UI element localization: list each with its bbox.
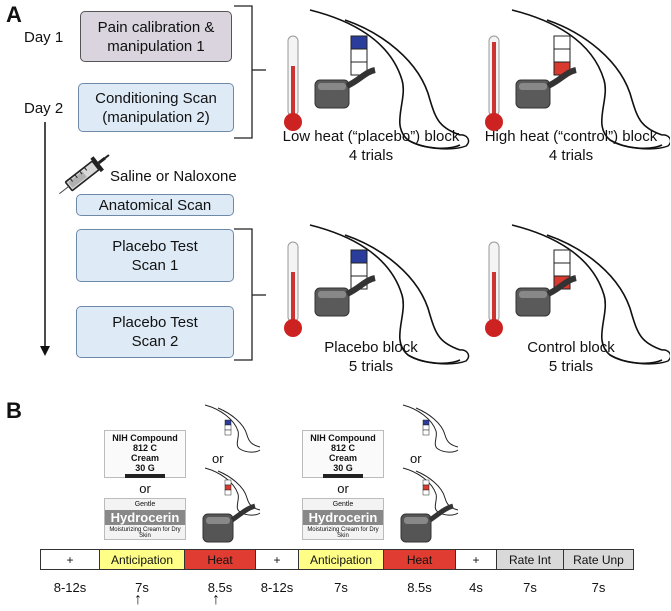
caption-low-title: Low heat (“placebo”) block — [282, 128, 460, 145]
arrow-up-icon: ↑ — [134, 591, 142, 608]
hydrocerin-sub: Moisturizing Cream for Dry Skin — [109, 527, 181, 539]
tl-fixation-1: + — [40, 549, 100, 570]
tl-rate-int: Rate Int — [496, 549, 564, 570]
tl-anticipation-1: Anticipation — [99, 549, 185, 570]
hydrocerin-brand: Gentle — [134, 501, 156, 508]
tl-fixation-2: + — [255, 549, 299, 570]
caption-placebo-title: Placebo block — [324, 339, 418, 356]
dur-heat-1: 8.5s — [207, 580, 233, 595]
leg-illustrations — [284, 9, 670, 365]
session-arrow — [40, 122, 50, 356]
calibration-box: Pain calibration & manipulation 1 — [80, 11, 232, 62]
nih-cream-label-2: NIH Compound 812 C Cream 30 G — [302, 430, 384, 478]
caption-high-title: High heat (“control”) block — [484, 128, 658, 145]
day-brackets — [234, 5, 266, 361]
caption-low-heat: Low heat (“placebo”) block 4 trials — [266, 127, 476, 165]
caption-high-heat: High heat (“control”) block 4 trials — [466, 127, 671, 165]
panel-b-letter: B — [6, 398, 22, 423]
calibration-line1: Pain calibration & — [97, 18, 215, 36]
hydrocerin-brand: Gentle — [332, 501, 354, 508]
cream-line1: NIH Compound 812 C — [112, 433, 178, 453]
anatomical-box: Anatomical Scan — [76, 194, 234, 216]
or-legs-1: or — [212, 451, 224, 466]
tl-rate-unp: Rate Unp — [563, 549, 634, 570]
hydrocerin-name: Hydrocerin — [105, 510, 185, 525]
cream-group-1: NIH Compound 812 C Cream 30 G or Gentle … — [104, 430, 186, 540]
test1-line1: Placebo Test — [112, 237, 198, 255]
dur-fixation-2: 8-12s — [260, 580, 294, 595]
dur-heat-2: 8.5s — [407, 580, 432, 595]
day1-label: Day 1 — [24, 29, 64, 46]
nih-cream-label-1: NIH Compound 812 C Cream 30 G — [104, 430, 186, 478]
or-legs-2: or — [410, 451, 422, 466]
cream-line2: Cream — [130, 453, 159, 463]
hydrocerin-sub: Moisturizing Cream for Dry Skin — [307, 527, 379, 539]
test1-line2: Scan 1 — [131, 256, 179, 274]
calibration-line2: manipulation 1 — [107, 37, 205, 55]
caption-placebo-trials: 5 trials — [348, 358, 394, 375]
caption-placebo: Placebo block 5 trials — [266, 338, 476, 376]
caption-control-title: Control block — [527, 339, 615, 356]
conditioning-line2: (manipulation 2) — [102, 108, 210, 126]
cream-group-2: NIH Compound 812 C Cream 30 G or Gentle … — [302, 430, 384, 540]
cream-line1: NIH Compound 812 C — [310, 433, 376, 453]
caption-high-trials: 4 trials — [548, 147, 594, 164]
conditioning-box: Conditioning Scan (manipulation 2) — [78, 83, 234, 132]
mini-legs — [202, 404, 459, 543]
caption-control-trials: 5 trials — [548, 358, 594, 375]
dur-rate-int: 7s — [523, 580, 537, 595]
test2-line1: Placebo Test — [112, 314, 198, 331]
tl-heat-2: Heat — [383, 549, 456, 570]
leg-low-heat — [284, 9, 470, 150]
tl-anticipation-2: Anticipation — [298, 549, 384, 570]
caption-low-trials: 4 trials — [348, 147, 394, 164]
hydrocerin-label-2: Gentle Hydrocerin Moisturizing Cream for… — [302, 498, 384, 540]
dur-fixation-3: 4s — [469, 580, 483, 595]
dur-rate-unp: 7s — [591, 580, 606, 595]
test2-line2: Scan 2 — [131, 333, 179, 350]
hydrocerin-name: Hydrocerin — [303, 510, 383, 525]
panel-a-letter: A — [6, 2, 22, 27]
leg-placebo — [284, 224, 470, 365]
placebo-test-2-box: Placebo Test Scan 2 — [76, 306, 234, 358]
syringe-icon — [59, 154, 110, 195]
placebo-test-1-box: Placebo Test Scan 1 — [76, 229, 234, 282]
cream-line3: 30 G — [333, 463, 353, 473]
caption-control: Control block 5 trials — [466, 338, 671, 376]
dur-fixation-1: 8-12s — [53, 580, 87, 595]
cream-line2: Cream — [328, 453, 357, 463]
arrow-up-icon: ↑ — [212, 591, 220, 608]
dur-anticipation-1: 7s — [135, 580, 149, 595]
leg-control — [485, 224, 670, 365]
day2-label: Day 2 — [24, 100, 64, 117]
or-label: or — [139, 481, 151, 496]
leg-high-heat — [485, 9, 670, 150]
cream-line3: 30 G — [135, 463, 155, 473]
dur-anticipation-2: 7s — [334, 580, 348, 595]
or-label: or — [337, 481, 349, 496]
drug-label: Saline or Naloxone — [110, 168, 237, 185]
tl-heat-1: Heat — [184, 549, 256, 570]
hydrocerin-label-1: Gentle Hydrocerin Moisturizing Cream for… — [104, 498, 186, 540]
conditioning-line1: Conditioning Scan — [95, 89, 217, 107]
tl-fixation-3: + — [455, 549, 497, 570]
